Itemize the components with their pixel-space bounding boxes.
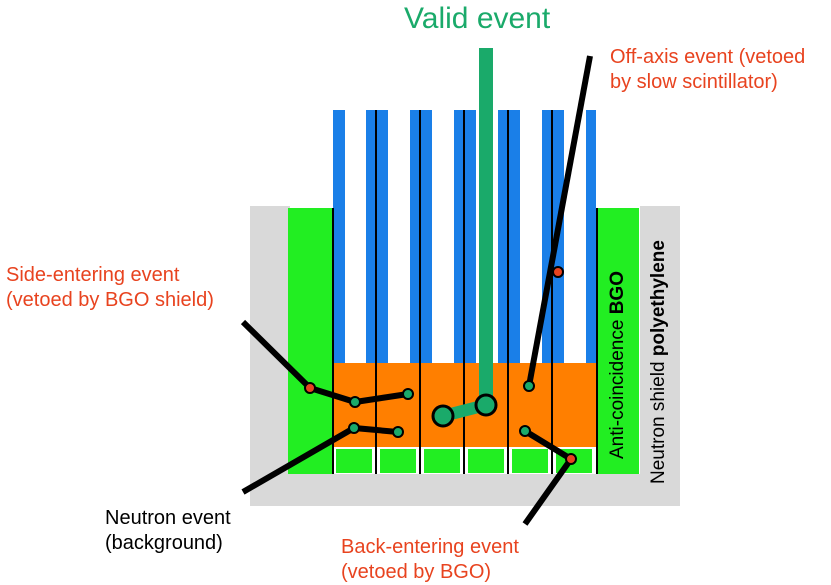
off-axis-label-line1: Off-axis event (vetoed <box>610 46 806 68</box>
neutron-shield-label-bold: polyethylene <box>648 240 669 357</box>
bgo-shield-label: Anti-coincidence BGO <box>607 271 629 459</box>
neutron-event-label-line2: (background) <box>105 532 223 554</box>
veto-point <box>552 266 564 278</box>
side-entering-label-line1: Side-entering event <box>6 264 180 286</box>
bgo-bottom-block <box>336 449 372 473</box>
interaction-point <box>431 404 455 428</box>
interaction-point <box>392 426 404 438</box>
neutron-shield-label: Neutron shield polyethylene <box>648 240 670 484</box>
bgo-shield-label-bold: BGO <box>607 271 628 315</box>
neutron-event-label: Neutron event (background) <box>105 506 231 556</box>
interaction-point <box>523 380 535 392</box>
interaction-point <box>474 393 498 417</box>
neutron-shield-right <box>640 206 680 506</box>
interaction-point <box>519 425 531 437</box>
neutron-event-track <box>241 422 404 495</box>
interaction-point <box>402 388 414 400</box>
interaction-point <box>349 396 361 408</box>
bgo-bottom-block <box>380 449 416 473</box>
bgo-bottom-block <box>468 449 504 473</box>
bgo-bottom-block <box>424 449 460 473</box>
valid-event-track <box>431 48 498 428</box>
collimator-tube <box>586 110 596 365</box>
off-axis-label: Off-axis event (vetoed by slow scintilla… <box>610 45 805 95</box>
veto-point <box>304 382 316 394</box>
bgo-left <box>288 208 333 474</box>
neutron-shield-label-prefix: Neutron shield <box>648 356 669 484</box>
valid-event-beam <box>479 48 493 404</box>
diagram-title: Valid event <box>404 2 551 35</box>
off-axis-label-line2: by slow scintillator) <box>610 71 778 93</box>
back-entering-event-track <box>519 425 577 526</box>
neutron-shield-bottom <box>250 474 680 506</box>
off-axis-track-line <box>526 55 593 387</box>
bgo-bottom-block <box>512 449 548 473</box>
bgo-shield <box>288 208 639 474</box>
side-entering-event-track <box>240 319 414 408</box>
back-entering-label-line1: Back-entering event <box>341 536 519 558</box>
bgo-shield-label-prefix: Anti-coincidence <box>607 314 628 459</box>
back-entering-label-line2: (vetoed by BGO) <box>341 561 492 583</box>
back-entering-label: Back-entering event (vetoed by BGO) <box>341 535 519 585</box>
bgo-right <box>597 208 639 474</box>
side-entering-label-line2: (vetoed by BGO shield) <box>6 289 214 311</box>
side-track-line <box>240 319 409 406</box>
collimator-tube <box>333 110 345 365</box>
side-entering-label: Side-entering event (vetoed by BGO shiel… <box>6 263 214 313</box>
interaction-point <box>348 422 360 434</box>
neutron-shield-left <box>250 206 290 506</box>
veto-point <box>565 453 577 465</box>
neutron-shield <box>250 206 680 506</box>
neutron-event-label-line1: Neutron event <box>105 507 231 529</box>
cell-dividers <box>332 110 598 474</box>
off-axis-event-track <box>523 55 593 392</box>
